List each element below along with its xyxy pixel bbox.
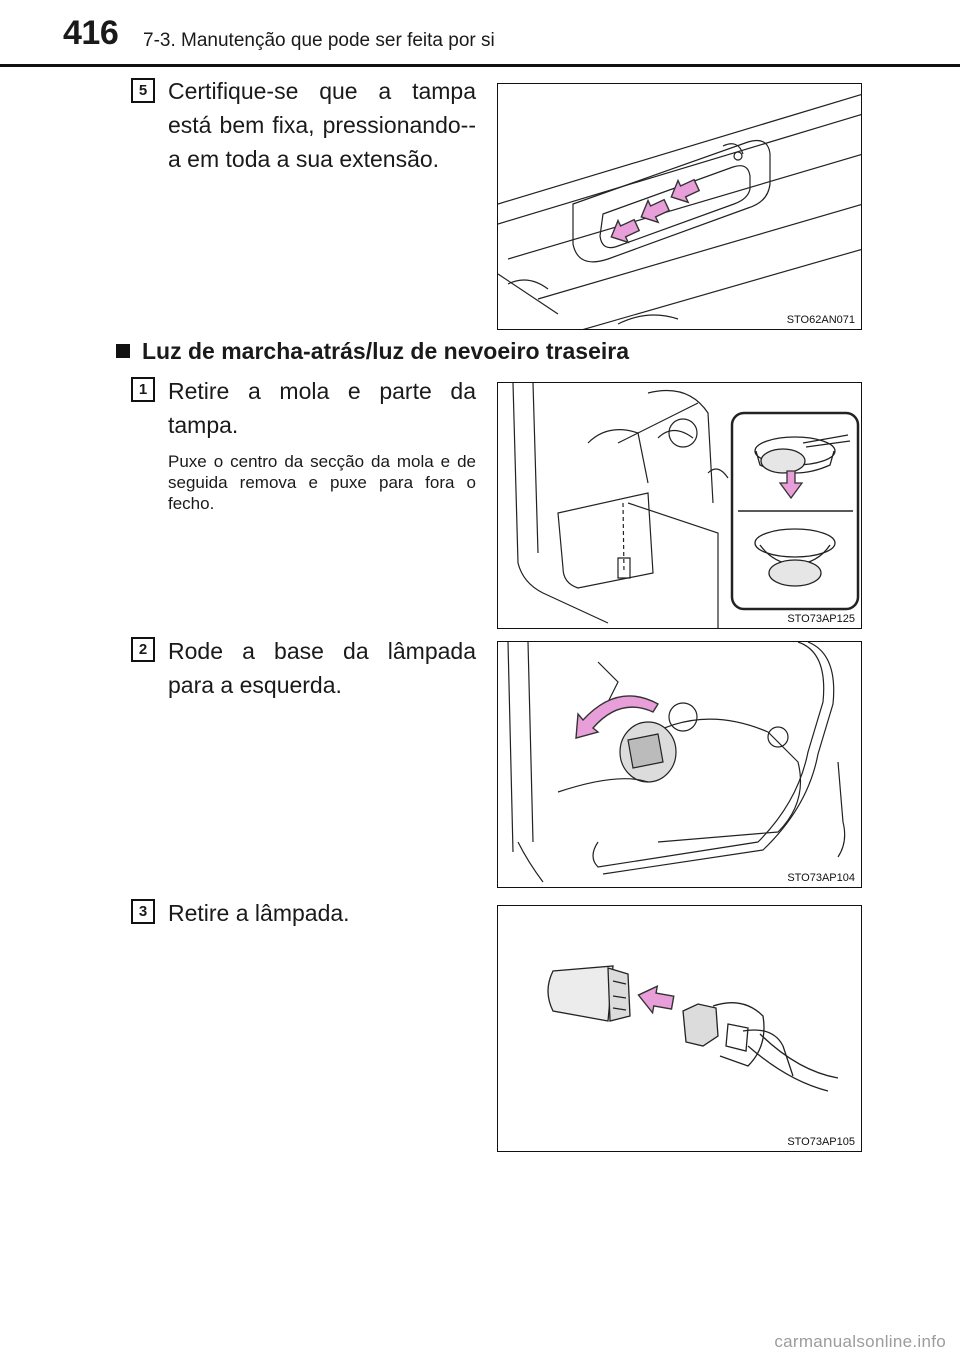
step-badge-2: 2: [131, 637, 155, 662]
section-title: Luz de marcha-atrás/luz de nevoeiro tras…: [142, 338, 630, 364]
figure-remove-clip: STO73AP125: [497, 382, 862, 629]
press-arrow-2: [640, 198, 671, 224]
remove-clip-illustration: [512, 383, 860, 628]
remove-arrow: [637, 984, 675, 1015]
cover-press-illustration: [498, 93, 861, 329]
step-2-text: Rode a base da lâmpada para a esquerda.: [168, 638, 476, 698]
step-badge-5: 5: [131, 78, 155, 103]
figure-remove-bulb: STO73AP105: [497, 905, 862, 1152]
press-arrows: [610, 178, 701, 244]
watermark-link[interactable]: carmanualsonline.info: [774, 1332, 946, 1351]
step-3-text: Retire a lâmpada.: [168, 900, 350, 926]
press-arrow-1: [610, 218, 641, 244]
figure-rotate-socket: STO73AP104: [497, 641, 862, 888]
header-rule: [0, 64, 960, 67]
page-number: 416: [63, 14, 119, 52]
figure-cover-press: STO62AN071: [497, 83, 862, 330]
step-badge-1: 1: [131, 377, 155, 402]
rotate-socket-illustration: [507, 642, 846, 883]
figure-code: STO73AP125: [785, 613, 857, 625]
bulb-glass: [547, 965, 614, 1022]
step-1-text: Retire a mola e parte da tampa.: [168, 378, 476, 438]
rotate-arrow: [575, 695, 659, 739]
section-bullet-icon: [116, 344, 130, 358]
step-5-text: Certifique-se que a tampa está bem fixa,…: [168, 78, 476, 172]
figure-code: STO73AP105: [785, 1136, 857, 1148]
step-badge-3: 3: [131, 899, 155, 924]
pull-arrow: [778, 470, 804, 500]
press-arrow-3: [670, 178, 701, 204]
step-1-subtext: Puxe o centro da secção da mola e de seg…: [168, 452, 476, 513]
remove-bulb-illustration: [547, 965, 839, 1092]
section-header-title: 7-3. Manutenção que pode ser feita por s…: [143, 30, 495, 51]
figure-code: STO73AP104: [785, 872, 857, 884]
section-heading: Luz de marcha-atrás/luz de nevoeiro tras…: [116, 338, 629, 365]
figure-code: STO62AN071: [784, 314, 857, 326]
